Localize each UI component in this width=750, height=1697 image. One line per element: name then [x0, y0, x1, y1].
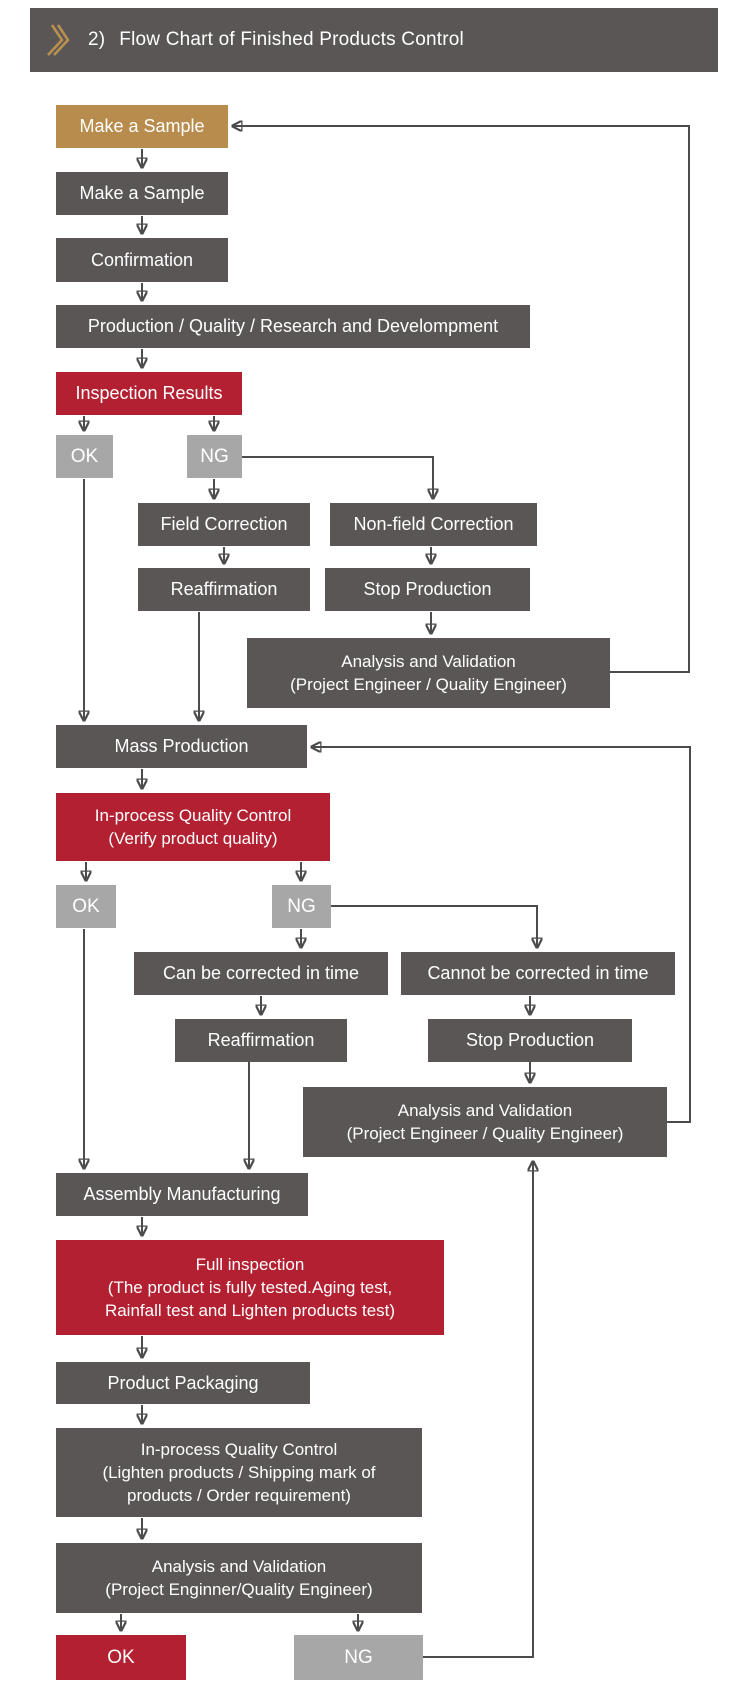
node-product-packaging: Product Packaging [56, 1362, 310, 1404]
edge-ng2-cannot [331, 905, 537, 947]
page-title-number: 2) [88, 29, 106, 50]
node-ok-1: OK [56, 435, 113, 478]
node-ok-3: OK [56, 1635, 186, 1680]
node-analysis-validation-2: Analysis and Validation (Project Enginee… [303, 1087, 667, 1157]
node-non-field-correction: Non-field Correction [330, 503, 537, 546]
edge-ng1-nonfield [241, 456, 433, 498]
page-title-text: Flow Chart of Finished Products Control [119, 29, 464, 50]
node-analysis-validation-3: Analysis and Validation (Project Enginne… [56, 1543, 422, 1613]
node-assembly-manufacturing: Assembly Manufacturing [56, 1173, 308, 1216]
edge-ng3-analysis2-loop [423, 1162, 533, 1658]
node-full-inspection: Full inspection (The product is fully te… [56, 1240, 444, 1335]
node-confirmation: Confirmation [56, 238, 228, 282]
node-field-correction: Field Correction [138, 503, 310, 546]
node-stop-production-2: Stop Production [428, 1019, 632, 1062]
node-make-a-sample-2: Make a Sample [56, 172, 228, 215]
node-cannot-be-corrected: Cannot be corrected in time [401, 952, 675, 995]
double-chevron-right-icon [46, 20, 72, 60]
node-ng-3: NG [294, 1635, 423, 1680]
node-ng-1: NG [187, 435, 242, 478]
node-can-be-corrected: Can be corrected in time [134, 952, 388, 995]
node-mass-production: Mass Production [56, 725, 307, 768]
node-ng-2: NG [272, 885, 331, 928]
node-stop-production-1: Stop Production [325, 568, 530, 611]
node-ok-2: OK [56, 885, 116, 928]
section-header: 2) Flow Chart of Finished Products Contr… [30, 8, 718, 72]
node-make-a-sample-1: Make a Sample [56, 105, 228, 148]
page-title: 2) Flow Chart of Finished Products Contr… [88, 29, 464, 51]
node-inspection-results: Inspection Results [56, 372, 242, 415]
node-in-process-qc-3: In-process Quality Control (Lighten prod… [56, 1428, 422, 1517]
node-reaffirmation-2: Reaffirmation [175, 1019, 347, 1062]
node-production-quality-rd: Production / Quality / Research and Deve… [56, 305, 530, 348]
node-reaffirmation-1: Reaffirmation [138, 568, 310, 611]
node-analysis-validation-1: Analysis and Validation (Project Enginee… [247, 638, 610, 708]
edge-analysis2-massproduction-loop [312, 747, 691, 1123]
node-in-process-qc-2: In-process Quality Control (Verify produ… [56, 793, 330, 861]
